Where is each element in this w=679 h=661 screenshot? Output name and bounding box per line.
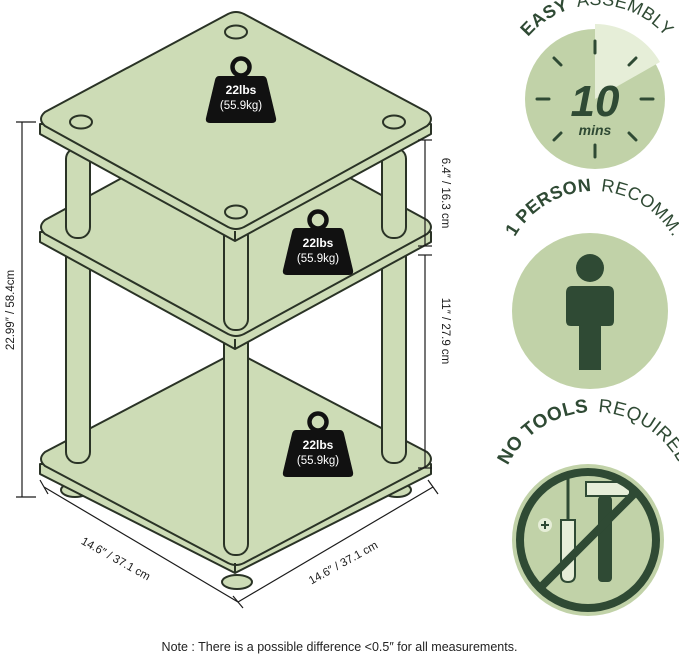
depth-dimension-label: 14.6″ / 37.1 cm [79,535,152,583]
post-cap [224,204,248,220]
measurement-note: Note : There is a possible difference <0… [161,640,518,654]
weight-kg: (55.9kg) [220,100,262,112]
one-person-badge: 1 PERSON RECOMM. [501,175,679,389]
height-dimension-label: 22.99″ / 58.4cm [5,270,17,350]
weight-icon: 22lbs (55.9kg) [282,411,354,477]
weight-icon: 22lbs (55.9kg) [282,209,354,275]
post [65,147,91,239]
foot [221,574,253,590]
weight-kg: (55.9kg) [297,253,339,265]
post-cap [69,114,93,130]
width-dimension-label: 14.6″ / 37.1 cm [307,539,380,587]
middle-gap-dimension-label: 11″ / 27.9 cm [439,298,451,365]
weight-lbs: 22lbs [226,83,257,97]
person-icon [566,254,614,370]
person-heading-light: RECOMM. [600,175,679,239]
top-gap-dimension-label: 6.4″ / 16.3 cm [439,158,451,229]
tools-heading-bold: NO TOOLS [494,396,589,468]
weight-icon: 22lbs (55.9kg) [205,56,277,123]
svg-text:NO TOOLS REQUIRED: NO TOOLS REQUIRED [494,396,679,468]
post-cap [224,24,248,40]
post-cap [382,114,406,130]
tools-heading-light: REQUIRED [597,396,679,468]
assembly-minutes: 10 [571,77,620,126]
front-post [223,329,249,556]
clock-icon: 10 mins [525,24,665,169]
assembly-unit: mins [579,122,612,138]
no-sign-slash [537,489,639,591]
post [381,147,407,239]
post [381,244,407,464]
assembly-heading-bold: EASY [516,0,570,40]
weight-lbs: 22lbs [303,236,334,250]
easy-assembly-badge: EASY ASSEMBLY 10 mins [516,0,677,169]
no-tools-badge: NO TOOLS REQUIRED [494,396,679,616]
no-sign-icon [516,468,660,612]
post [65,244,91,464]
clock-elapsed-wedge [595,24,660,99]
weight-lbs: 22lbs [303,438,334,452]
weight-kg: (55.9kg) [297,455,339,467]
person-heading-bold: 1 PERSON [501,175,592,239]
dimension-lines [16,121,439,609]
svg-text:1 PERSON RECOMM.: 1 PERSON RECOMM. [501,175,679,239]
